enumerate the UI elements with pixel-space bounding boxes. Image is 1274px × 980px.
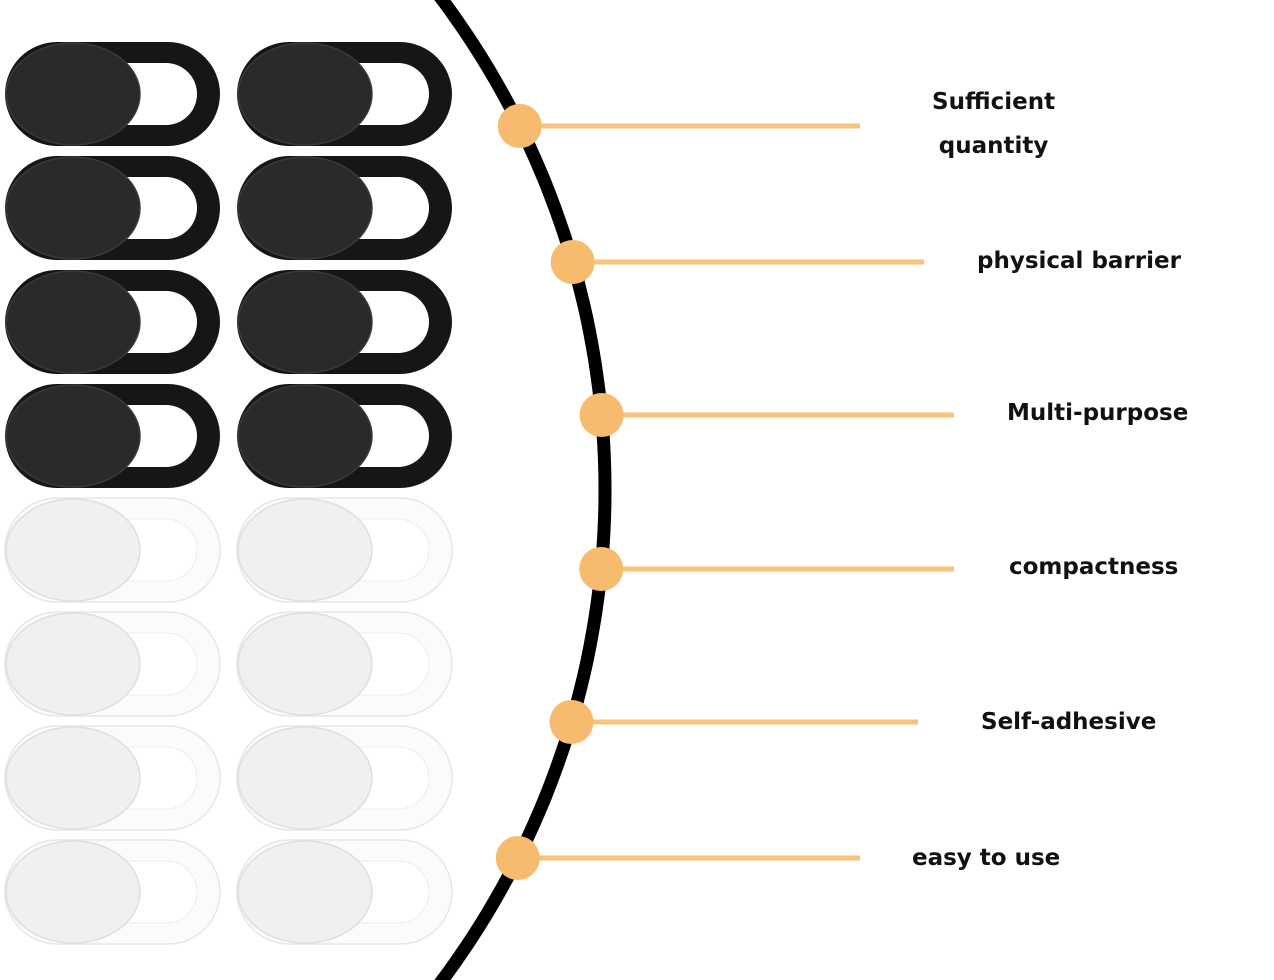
cover-shutter [237, 612, 373, 716]
feature-connector [549, 700, 918, 744]
webcam-slider-cover-icon-white [4, 839, 221, 945]
cover-shutter [5, 612, 141, 716]
cover-shutter [5, 498, 141, 602]
feature-label-easy-to-use: easy to use [912, 836, 1060, 880]
divider-arc [434, 0, 612, 980]
webcam-slider-cover-icon-black [5, 384, 220, 488]
webcam-slider-cover-icon-black [5, 156, 220, 260]
cover-shutter [5, 270, 141, 374]
cover-shutter [5, 726, 141, 830]
feature-label-sufficient-quantity: Sufficient quantity [932, 80, 1055, 168]
webcam-slider-cover-icon-white [4, 611, 221, 717]
feature-connector [495, 836, 860, 880]
webcam-slider-cover-icon-white [4, 725, 221, 831]
feature-label-line: easy to use [912, 845, 1061, 871]
cover-shutter [5, 42, 141, 146]
cover-shutter [237, 156, 373, 260]
feature-connector [579, 547, 954, 591]
connector-dot-icon [495, 836, 540, 880]
cover-shutter [5, 840, 141, 944]
webcam-slider-cover-icon-white [236, 497, 453, 603]
connector-dot-icon [497, 104, 542, 148]
feature-connectors [495, 104, 954, 880]
cover-shutter [237, 270, 373, 374]
webcam-slider-cover-icon-black [5, 270, 220, 374]
feature-connector [579, 393, 954, 437]
cover-shutter [5, 156, 141, 260]
feature-label-self-adhesive: Self-adhesive [981, 700, 1156, 744]
webcam-slider-cover-icon-black [237, 156, 452, 260]
cover-shutter [237, 42, 373, 146]
feature-label-line: quantity [938, 133, 1049, 159]
webcam-slider-cover-icon-black [5, 42, 220, 146]
webcam-slider-cover-icon-black [237, 384, 452, 488]
connector-dot-icon [550, 240, 595, 284]
feature-connector [497, 104, 860, 148]
feature-label-line: Multi-purpose [1007, 400, 1189, 426]
cover-shutter [237, 840, 373, 944]
feature-label-line: physical barrier [977, 248, 1181, 274]
webcam-slider-cover-icon-white [236, 725, 453, 831]
webcam-slider-cover-icon-black [237, 270, 452, 374]
feature-label-line: Sufficient [932, 89, 1056, 115]
feature-label-physical-barrier: physical barrier [977, 239, 1181, 283]
connector-dot-icon [579, 393, 624, 437]
connector-dot-icon [579, 547, 624, 591]
feature-label-compactness: compactness [1009, 545, 1178, 589]
feature-label-line: Self-adhesive [981, 709, 1157, 735]
webcam-slider-cover-icon-white [236, 839, 453, 945]
feature-label-line: compactness [1009, 554, 1179, 580]
cover-shutter [237, 384, 373, 488]
connector-dot-icon [549, 700, 594, 744]
cover-shutter [237, 726, 373, 830]
webcam-cover-grid [4, 42, 453, 945]
feature-label-multi-purpose: Multi-purpose [1007, 391, 1188, 435]
webcam-slider-cover-icon-black [237, 42, 452, 146]
cover-shutter [237, 498, 373, 602]
webcam-slider-cover-icon-white [4, 497, 221, 603]
cover-shutter [5, 384, 141, 488]
webcam-slider-cover-icon-white [236, 611, 453, 717]
feature-connector [550, 240, 924, 284]
